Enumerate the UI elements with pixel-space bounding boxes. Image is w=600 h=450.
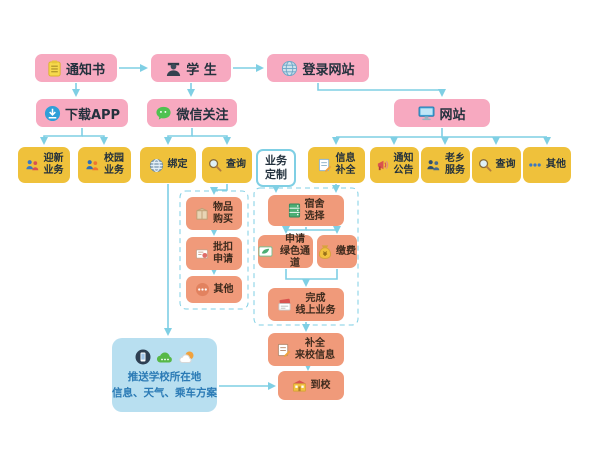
node-fellow-service: 老乡 服务 bbox=[421, 147, 470, 183]
node-fill-arrival-info: 补全 来校信息 bbox=[268, 333, 344, 366]
node-pay-fee: ¥ 缴费 bbox=[317, 235, 357, 268]
search-icon bbox=[478, 158, 492, 172]
people-icon bbox=[426, 158, 441, 173]
node-dorm-select-label: 宿舍 选择 bbox=[304, 198, 325, 222]
download-icon bbox=[44, 105, 61, 122]
form-edit-icon bbox=[277, 343, 291, 357]
people-icon bbox=[25, 158, 40, 173]
node-fill-arrival-info-label: 补全 来校信息 bbox=[295, 337, 335, 361]
phone-icon bbox=[135, 349, 151, 365]
globe-icon bbox=[149, 158, 164, 173]
node-notice-label: 通知书 bbox=[65, 62, 105, 78]
search-icon bbox=[208, 158, 222, 172]
node-service-customize-label: 业务 定制 bbox=[265, 154, 287, 181]
node-student: 学 生 bbox=[151, 54, 231, 82]
document-icon bbox=[47, 60, 62, 77]
wechat-icon bbox=[155, 105, 172, 122]
push-icon-row bbox=[135, 349, 195, 365]
node-other-website-label: 其他 bbox=[546, 159, 566, 170]
node-announcement: 通知 公告 bbox=[370, 147, 419, 183]
node-info-complete-label: 信息 补全 bbox=[335, 153, 356, 176]
node-fellow-service-label: 老乡 服务 bbox=[445, 153, 465, 176]
weather-icon bbox=[178, 350, 195, 364]
node-other-wechat: 其他 bbox=[186, 276, 242, 303]
node-other-wechat-label: 其他 bbox=[213, 283, 234, 295]
node-login-website-label: 登录网站 bbox=[302, 62, 355, 78]
node-dorm-select: 宿舍 选择 bbox=[268, 195, 344, 226]
people-icon bbox=[85, 158, 100, 173]
node-wechat-follow: 微信关注 bbox=[147, 99, 237, 127]
ellipsis-icon bbox=[528, 161, 542, 169]
node-arrive-school-label: 到校 bbox=[310, 379, 331, 391]
ellipsis-icon bbox=[195, 282, 210, 297]
node-bind: 绑定 bbox=[140, 147, 196, 183]
node-finish-online: 完成 线上业务 bbox=[268, 288, 344, 321]
cloud-icon bbox=[156, 351, 174, 364]
node-download-app-label: 下载APP bbox=[64, 107, 121, 123]
node-pay-fee-label: 缴费 bbox=[336, 245, 356, 257]
wechat-services-group bbox=[179, 190, 249, 310]
node-welcome-service-label: 迎新 业务 bbox=[43, 153, 64, 176]
stamp-icon bbox=[195, 247, 209, 261]
node-goods-purchase: 物品 购买 bbox=[186, 197, 242, 230]
node-bind-label: 绑定 bbox=[167, 159, 188, 170]
node-wechat-follow-label: 微信关注 bbox=[176, 107, 229, 123]
school-icon bbox=[292, 379, 307, 393]
svg-text:¥: ¥ bbox=[323, 250, 328, 258]
node-goods-purchase-label: 物品 购买 bbox=[213, 201, 233, 225]
node-finish-online-label: 完成 线上业务 bbox=[295, 292, 336, 316]
node-query-wechat-label: 查询 bbox=[226, 159, 246, 170]
node-batch-deduction-label: 批扣 申请 bbox=[213, 241, 233, 265]
node-login-website: 登录网站 bbox=[267, 54, 369, 82]
node-info-complete: 信息 补全 bbox=[308, 147, 365, 183]
cards-icon bbox=[277, 298, 292, 311]
node-notice: 通知书 bbox=[35, 54, 117, 82]
moneybag-icon: ¥ bbox=[318, 244, 332, 259]
node-announcement-label: 通知 公告 bbox=[393, 153, 414, 176]
node-query-wechat: 查询 bbox=[202, 147, 252, 183]
node-welcome-service: 迎新 业务 bbox=[18, 147, 70, 183]
push-info-text: 推送学校所在地 信息、天气、乘车方案 bbox=[112, 371, 217, 399]
form-edit-icon bbox=[318, 158, 332, 172]
node-query-website-label: 查询 bbox=[495, 159, 516, 170]
graduate-icon bbox=[165, 60, 182, 77]
node-service-customize: 业务 定制 bbox=[256, 149, 296, 187]
megaphone-icon bbox=[376, 158, 390, 172]
node-green-channel: 申请 绿色通道 bbox=[258, 233, 313, 269]
node-green-channel-label: 申请 绿色通道 bbox=[280, 233, 310, 269]
node-batch-deduction: 批扣 申请 bbox=[186, 237, 242, 270]
node-arrive-school: 到校 bbox=[278, 371, 344, 400]
node-website-label: 网站 bbox=[439, 107, 466, 123]
locker-icon bbox=[288, 203, 301, 218]
node-query-website: 查询 bbox=[472, 147, 521, 183]
box-icon bbox=[195, 207, 209, 221]
node-website: 网站 bbox=[394, 99, 490, 127]
node-campus-service: 校园 业务 bbox=[78, 147, 131, 183]
globe-icon bbox=[281, 60, 298, 77]
online-business-group bbox=[253, 187, 359, 326]
green-card-icon bbox=[258, 245, 273, 258]
node-student-label: 学 生 bbox=[186, 62, 217, 78]
node-download-app: 下载APP bbox=[36, 99, 128, 127]
node-other-website: 其他 bbox=[523, 147, 571, 183]
push-info-panel: 推送学校所在地 信息、天气、乘车方案 bbox=[112, 338, 217, 412]
monitor-icon bbox=[418, 105, 435, 121]
node-campus-service-label: 校园 业务 bbox=[104, 153, 124, 176]
